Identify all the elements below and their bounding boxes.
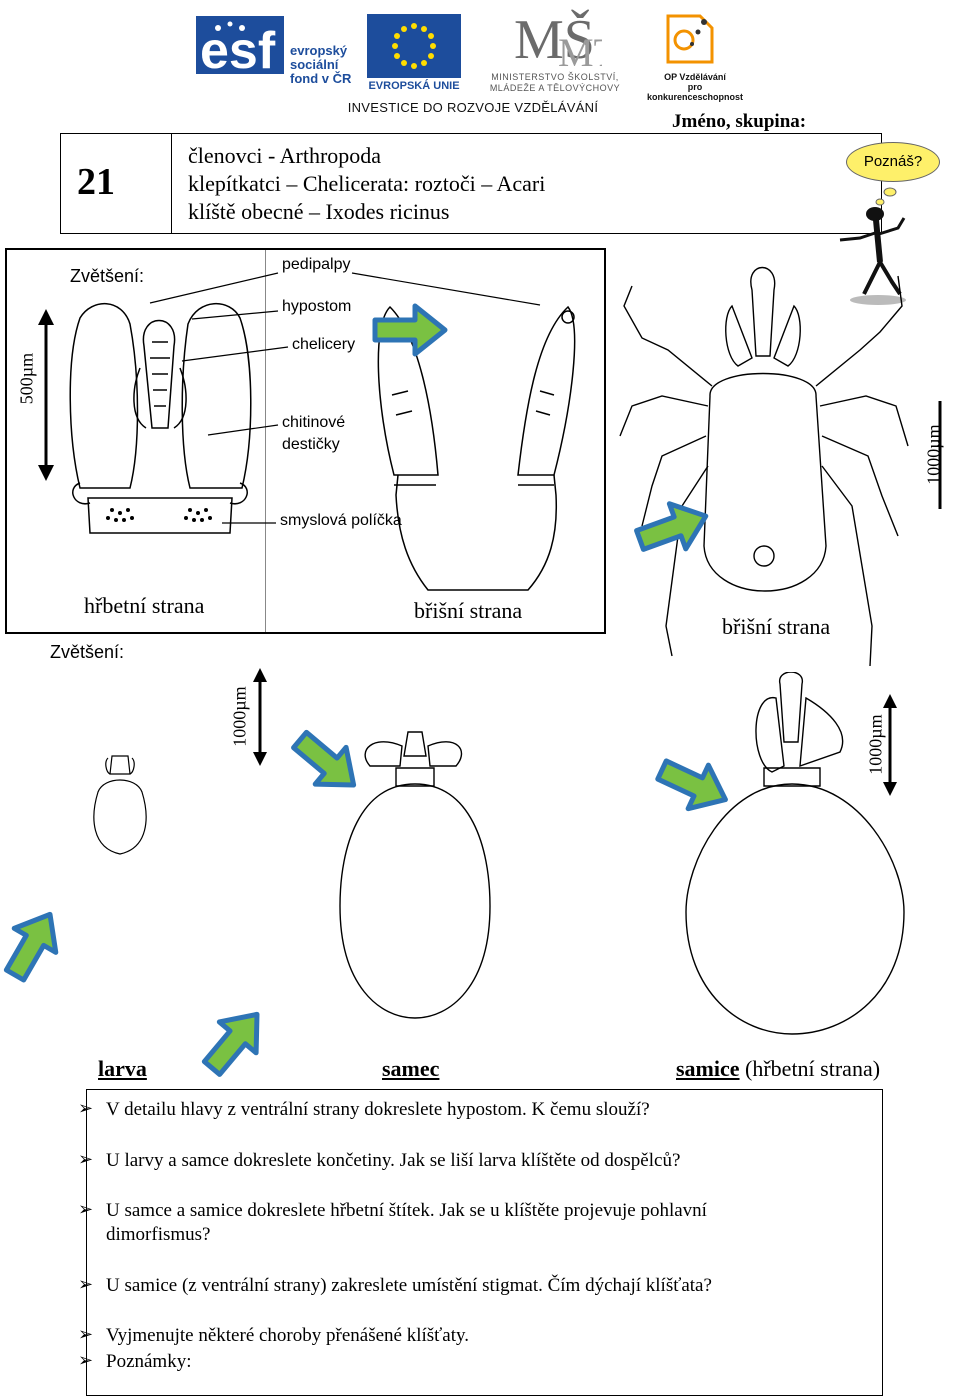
- number-cell: [60, 133, 172, 234]
- question-5: Vyjmenujte některé choroby přenášené klí…: [106, 1325, 470, 1346]
- op-vzdelavani-logo: [666, 14, 714, 64]
- question-3: U samce a samice dokreslete hřbetní štít…: [106, 1200, 707, 1221]
- question-1: V detailu hlavy z ventrální strany dokre…: [106, 1099, 650, 1120]
- title-line-3: klíště obecné – Ixodes ricinus: [188, 199, 450, 224]
- bullet-icon: ➢: [78, 1274, 94, 1294]
- head-detail-box: [5, 248, 606, 634]
- female-drawing: [685, 672, 905, 1035]
- sheet-number: 21: [77, 161, 115, 203]
- head-dorsal-drawing: [69, 302, 252, 534]
- title-box: [60, 133, 882, 234]
- male-drawing: [339, 731, 491, 1019]
- esf-text: evropský sociální fond v ČR: [290, 43, 352, 86]
- caption-male: samec: [382, 1056, 440, 1081]
- arrow-lower-left: [0, 902, 71, 987]
- label-desticky: destičky: [282, 436, 340, 453]
- caption-female: samice: [676, 1056, 740, 1081]
- scale-bar-500um: [38, 309, 54, 481]
- esf-logo: esf: [196, 16, 284, 80]
- bullet-icon: ➢: [78, 1324, 94, 1344]
- scale-bar-1000um-right: [883, 694, 897, 796]
- label-chelicery: chelicery: [292, 336, 356, 353]
- notes-label: Poznámky:: [106, 1351, 192, 1372]
- scale-bar-1000um-left: [253, 668, 267, 766]
- thought-cloud: Poznáš?: [846, 142, 940, 182]
- msmt-logo: MŠ MT: [514, 8, 602, 68]
- arrow-lower-center: [194, 999, 276, 1083]
- stick-figure-icon: [839, 187, 906, 305]
- zoom-label-top: Zvětšení:: [70, 266, 145, 286]
- caption-female-group: samice (hřbetní strana): [676, 1056, 880, 1082]
- cloud-text: Poznáš?: [863, 153, 923, 170]
- label-divider: [265, 250, 266, 632]
- bullet-icon: ➢: [78, 1199, 94, 1219]
- zoom-label-bottom: Zvětšení:: [50, 642, 125, 662]
- caption-ventral-right: břišní strana: [722, 614, 831, 639]
- question-4: U samice (z ventrální strany) zakreslete…: [106, 1275, 712, 1296]
- label-hypostom: hypostom: [282, 298, 352, 315]
- head-ventral-drawing: [377, 305, 576, 591]
- scale-label-500um: 500µm: [16, 352, 37, 405]
- caption-ventral: břišní strana: [414, 598, 523, 623]
- scale-bar-1000um-top: [938, 401, 942, 509]
- eu-label: EVROPSKÁ UNIE: [368, 80, 460, 92]
- scale-label-1000um-left: 1000µm: [229, 686, 250, 747]
- caption-dorsal: hřbetní strana: [84, 593, 205, 618]
- svg-text:MT: MT: [558, 30, 602, 68]
- label-pedipalpy: pedipalpy: [282, 256, 351, 273]
- label-chitinove: chitinové: [282, 414, 346, 431]
- msmt-text: MINISTERSTVO ŠKOLSTVÍ, MLÁDEŽE A TĚLOVÝC…: [489, 72, 621, 93]
- svg-text:esf: esf: [200, 22, 276, 80]
- larva-drawing: [93, 755, 147, 855]
- question-2: U larvy a samce dokreslete končetiny. Ja…: [106, 1150, 681, 1171]
- svg-text:MŠ: MŠ: [514, 8, 595, 68]
- bullet-icon: ➢: [78, 1098, 94, 1118]
- op-text: OP Vzdělávání pro konkurenceschopnost: [646, 72, 744, 102]
- eu-flag-logo: [367, 14, 461, 78]
- label-smyslova-policka: smyslová políčka: [280, 512, 402, 529]
- question-3-cont: dimorfismus?: [106, 1224, 211, 1245]
- caption-female-suffix: (hřbetní strana): [745, 1056, 881, 1081]
- bullet-icon: ➢: [78, 1350, 94, 1370]
- caption-larva: larva: [98, 1056, 147, 1081]
- label-pointer-lines: [149, 272, 541, 524]
- bullet-icon: ➢: [78, 1149, 94, 1169]
- investice-slogan: INVESTICE DO ROZVOJE VZDĚLÁVÁNÍ: [347, 100, 599, 115]
- title-line-2: klepítkatci – Chelicerata: roztoči – Aca…: [188, 171, 546, 196]
- title-line-1: členovci - Arthropoda: [188, 143, 382, 168]
- name-group-label: Jméno, skupina:: [672, 111, 807, 132]
